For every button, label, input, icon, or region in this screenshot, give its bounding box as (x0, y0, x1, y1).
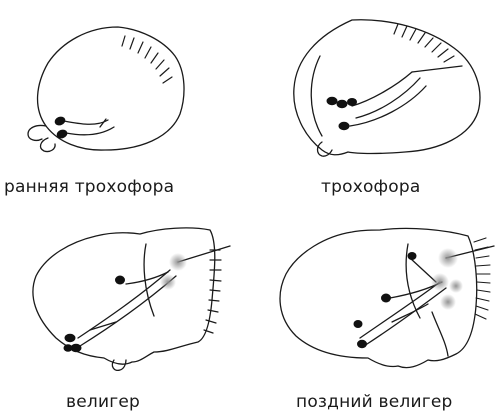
statocyst (169, 253, 187, 271)
nerve-connective (360, 282, 440, 338)
ciliary-band (394, 24, 454, 62)
foot-lobe (28, 125, 46, 140)
velum-lobe-2 (432, 312, 448, 356)
nerve-connective-2 (66, 127, 114, 135)
nerve-connective-3 (90, 322, 116, 330)
shell-body-outline (33, 228, 215, 364)
nerve-connective (64, 120, 108, 124)
ganglia (354, 252, 417, 348)
stage-label-early-trochophore: ранняя трохофора (4, 177, 174, 197)
nerve-connective-2 (356, 78, 420, 118)
statocyst-2 (160, 274, 176, 290)
nerve-connective (352, 72, 412, 106)
stage-label-late-veliger: поздний велигер (296, 392, 453, 412)
veliger-drawing (33, 228, 230, 370)
foot-lobe (112, 360, 126, 370)
prototroch-fold (311, 56, 322, 136)
statocyst-2 (431, 273, 449, 291)
stage-label-veliger: велигер (66, 392, 140, 412)
trochophore-drawing (294, 20, 480, 156)
statocyst (438, 248, 458, 268)
ciliary-band (122, 36, 172, 83)
apical-nerve (412, 66, 462, 72)
statocyst-3 (449, 279, 463, 293)
nerve-connective-3 (350, 86, 426, 126)
foot-lobe-2 (41, 138, 56, 152)
early-trochophore-drawing (28, 27, 184, 152)
ganglia (64, 276, 126, 353)
stage-label-trochophore: трохофора (321, 177, 421, 197)
foot-lobe (318, 142, 333, 156)
late-veliger-drawing (280, 228, 494, 367)
statocyst-4 (440, 294, 456, 310)
